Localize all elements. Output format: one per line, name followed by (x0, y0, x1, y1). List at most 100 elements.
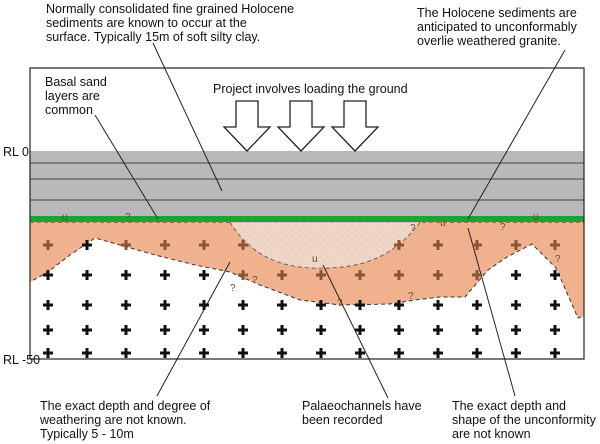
granite-cross-icon (355, 325, 365, 335)
callout-line: Palaeochannels have (302, 399, 422, 413)
leader-line-unconformity (467, 49, 566, 220)
granite-cross-icon (394, 325, 404, 335)
granite-cross-icon (511, 270, 521, 280)
granite-cross-icon (472, 240, 482, 250)
unknown-mark: ? (500, 222, 506, 233)
unknown-mark: ? (125, 212, 131, 223)
granite-cross-icon (550, 348, 560, 358)
unknown-mark: ? (555, 254, 561, 265)
palaeochannel-fill (230, 222, 420, 268)
callout-line: overlie weathered granite. (417, 34, 561, 48)
load-arrow-icon (330, 100, 380, 152)
callout-line: been recorded (302, 413, 383, 427)
leader-line-unconformity-shape (467, 227, 516, 397)
granite-cross-icon (316, 300, 326, 310)
granite-cross-icon (160, 325, 170, 335)
holocene-clay-layer (30, 151, 584, 216)
granite-cross-icon (394, 300, 404, 310)
granite-cross-icon (43, 240, 53, 250)
callout-line: The exact depth and degree of (40, 399, 211, 413)
granite-cross-icon (511, 240, 521, 250)
unconformity-mark: u (533, 212, 539, 223)
callout-unconformity: The Holocene sediments are anticipated t… (417, 6, 577, 48)
callout-line: common (45, 103, 93, 117)
granite-cross-icon (160, 270, 170, 280)
granite-cross-icon (238, 240, 248, 250)
leader-line-clay (152, 42, 223, 192)
unconformity-mark: u (312, 254, 318, 265)
granite-cross-icon (199, 240, 209, 250)
granite-cross-icon (121, 240, 131, 250)
leader-line-sand (94, 114, 159, 220)
granite-cross-icon (121, 270, 131, 280)
callout-line: surface. Typically 15m of soft silty cla… (46, 30, 261, 44)
granite-cross-icon (472, 348, 482, 358)
granite-cross-icon (43, 348, 53, 358)
granite-cross-icon (550, 300, 560, 310)
granite-cross-icon (160, 300, 170, 310)
leader-line-weathering (156, 261, 231, 397)
granite-cross-icon (511, 348, 521, 358)
callout-line: weathering are not known. (40, 413, 187, 427)
granite-cross-icon (433, 300, 443, 310)
granite-cross-icon (433, 240, 443, 250)
callout-loading: Project involves loading the ground (213, 82, 408, 96)
granite-cross-icon (199, 325, 209, 335)
granite-cross-icon (394, 240, 404, 250)
granite-cross-icon (277, 300, 287, 310)
granite-cross-icon (472, 270, 482, 280)
granite-cross-icon (433, 348, 443, 358)
granite-cross-icon (82, 270, 92, 280)
load-arrow-icon (276, 100, 326, 152)
granite-cross-icon (82, 348, 92, 358)
callout-line: layers are (45, 89, 100, 103)
granite-cross-icon (472, 300, 482, 310)
unconformity-mark: u (440, 218, 446, 229)
granite-cross-icon (43, 270, 53, 280)
granite-cross-icon (355, 348, 365, 358)
granite-cross-icon (433, 270, 443, 280)
granite-cross-icon (199, 300, 209, 310)
unknown-mark: ? (410, 223, 416, 234)
callout-line: The Holocene sediments are (417, 6, 577, 20)
unconformity-mark: u (62, 212, 68, 223)
granite-cross-icon (238, 300, 248, 310)
granite-cross-icon (238, 325, 248, 335)
granite-cross-icon (43, 300, 53, 310)
callout-line: Normally consolidated fine grained Holoc… (46, 2, 295, 16)
callout-basal-sand: Basal sand layers are common (45, 75, 107, 117)
granite-cross-icon (160, 348, 170, 358)
callout-holocene-clay: Normally consolidated fine grained Holoc… (46, 2, 294, 44)
granite-cross-icon (160, 240, 170, 250)
callout-line: Basal sand (45, 75, 107, 89)
granite-cross-icon (550, 270, 560, 280)
granite-cross-icon (394, 270, 404, 280)
level-label-bottom: RL -50 (3, 353, 41, 367)
granite-cross-icon (355, 270, 365, 280)
granite-cross-icon (433, 325, 443, 335)
unknown-mark: ? (252, 275, 258, 286)
granite-cross-icon (355, 300, 365, 310)
unknown-mark: ? (408, 291, 414, 302)
callout-line: anticipated to unconformably (417, 20, 577, 34)
granite-cross-icon (277, 270, 287, 280)
load-arrow-icon (222, 100, 272, 152)
callout-weathering: The exact depth and degree of weathering… (40, 399, 210, 441)
callout-unconformity-shape: The exact depth and shape of the unconfo… (452, 399, 596, 441)
granite-cross-icon (238, 270, 248, 280)
granite-cross-icon (238, 348, 248, 358)
callout-line: Typically 5 - 10m (40, 427, 134, 441)
granite-cross-icon (121, 325, 131, 335)
granite-cross-icon (511, 300, 521, 310)
callout-palaeochannels: Palaeochannels have been recorded (302, 399, 422, 427)
granite-cross-icon (394, 348, 404, 358)
granite-cross-icon (199, 270, 209, 280)
granite-cross-icon (121, 300, 131, 310)
section-frame (29, 67, 585, 360)
granite-cross-icon (511, 325, 521, 335)
granite-cross-icon (550, 325, 560, 335)
granite-crosses (43, 240, 560, 358)
granite-cross-icon (82, 240, 92, 250)
